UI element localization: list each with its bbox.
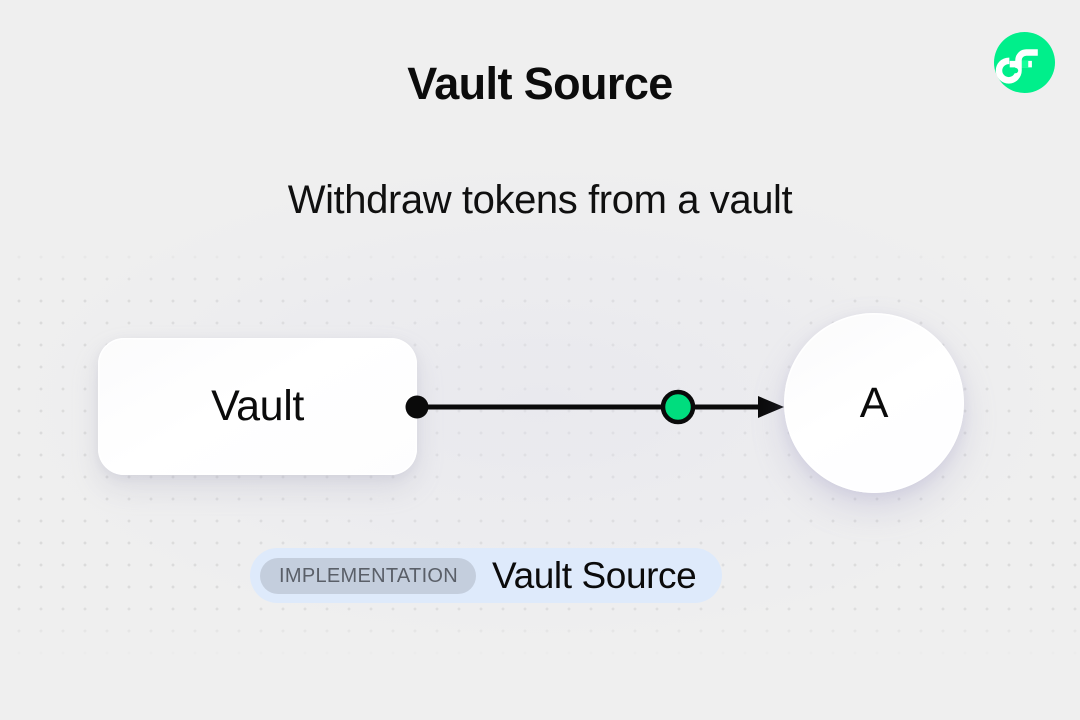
- node-vault-label: Vault: [211, 382, 304, 430]
- implementation-name: Vault Source: [492, 554, 697, 596]
- node-a[interactable]: A: [784, 313, 964, 493]
- edge-vault-to-a[interactable]: [390, 370, 810, 445]
- implementation-badge: IMPLEMENTATION Vault Source: [250, 548, 723, 603]
- page-subtitle: Withdraw tokens from a vault: [287, 178, 793, 222]
- flow-logo-icon: [993, 31, 1056, 94]
- edge-token-marker[interactable]: [660, 389, 696, 425]
- node-vault[interactable]: Vault: [98, 338, 417, 475]
- edge-arrowhead-icon: [758, 396, 784, 418]
- node-a-label: A: [859, 378, 889, 427]
- page-title: Vault Source: [407, 58, 673, 109]
- implementation-tag: IMPLEMENTATION: [260, 557, 477, 594]
